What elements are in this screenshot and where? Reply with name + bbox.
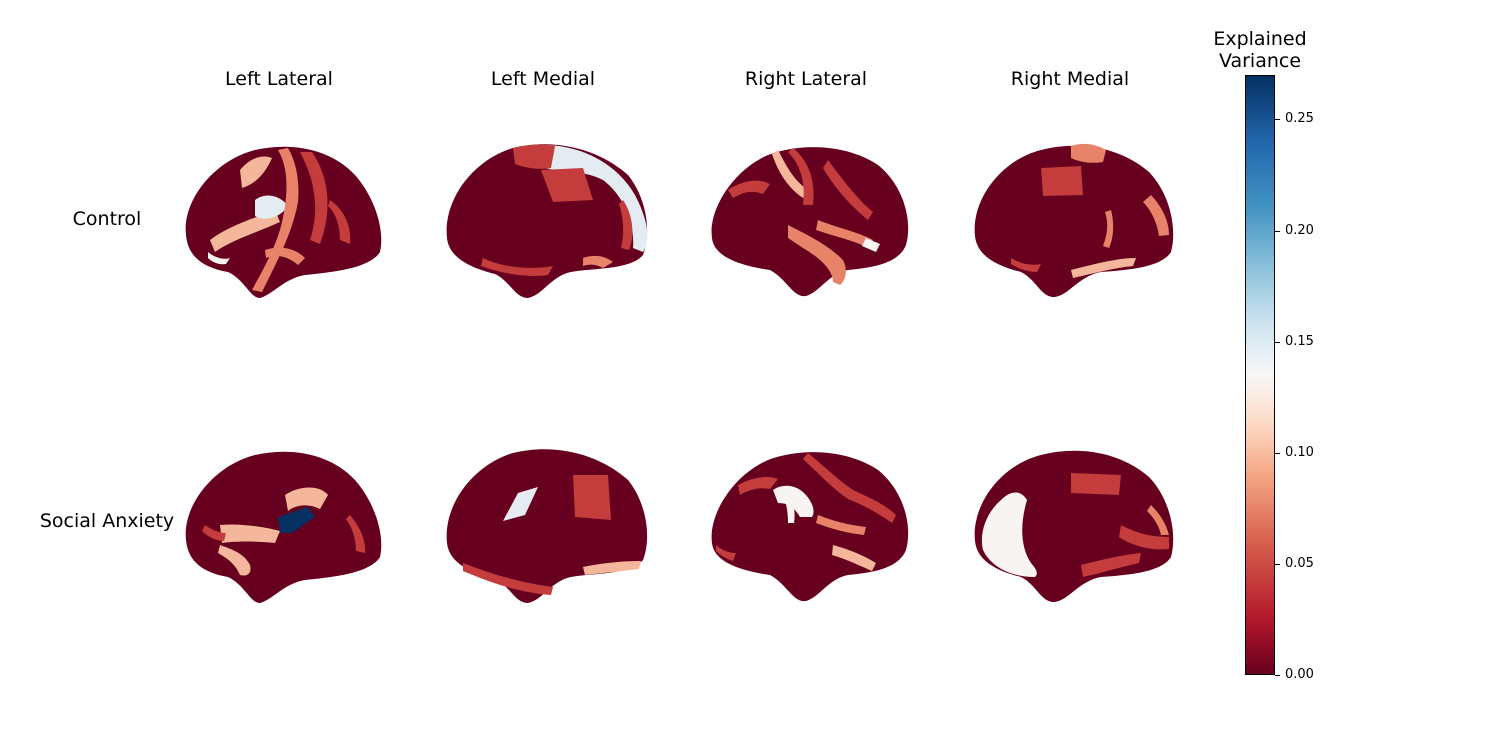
colorbar-tick-label: 0.05 [1285, 555, 1314, 571]
colorbar-tick [1275, 341, 1280, 343]
colorbar-tick [1275, 230, 1280, 232]
colorbar-tick-label: 0.25 [1285, 111, 1314, 127]
colorbar-title-line2: Variance [1218, 50, 1302, 72]
column-title-right-lateral: Right Lateral [744, 68, 868, 90]
brain-control-right-medial [974, 143, 1174, 298]
colorbar-title: Explained Variance [1180, 28, 1340, 72]
colorbar-tick-label: 0.10 [1285, 444, 1314, 460]
colorbar-tick [1275, 119, 1280, 121]
brain-control-right-lateral [711, 147, 909, 297]
colorbar-tick-label: 0.00 [1285, 667, 1314, 682]
brain-control-left-medial [446, 144, 648, 298]
column-title-right-medial: Right Medial [1010, 68, 1130, 90]
brain-control-left-lateral [185, 146, 382, 298]
brain-social-anxiety-left-lateral [185, 451, 382, 603]
colorbar-title-line1: Explained [1213, 28, 1307, 50]
colorbar [1245, 75, 1275, 675]
colorbar-tick [1275, 563, 1280, 565]
brain-social-anxiety-left-medial [446, 449, 648, 603]
colorbar-tick [1275, 675, 1280, 676]
column-title-left-lateral: Left Lateral [225, 68, 333, 90]
column-title-left-medial: Left Medial [490, 68, 596, 90]
colorbar-tick-label: 0.15 [1285, 333, 1314, 349]
colorbar-tick-label: 0.20 [1285, 222, 1314, 238]
colorbar-tick [1275, 452, 1280, 454]
brain-social-anxiety-right-lateral [711, 452, 909, 602]
row-label-control: Control [72, 208, 142, 230]
brain-social-anxiety-right-medial [974, 450, 1174, 603]
row-label-social-anxiety: Social Anxiety [39, 510, 175, 532]
